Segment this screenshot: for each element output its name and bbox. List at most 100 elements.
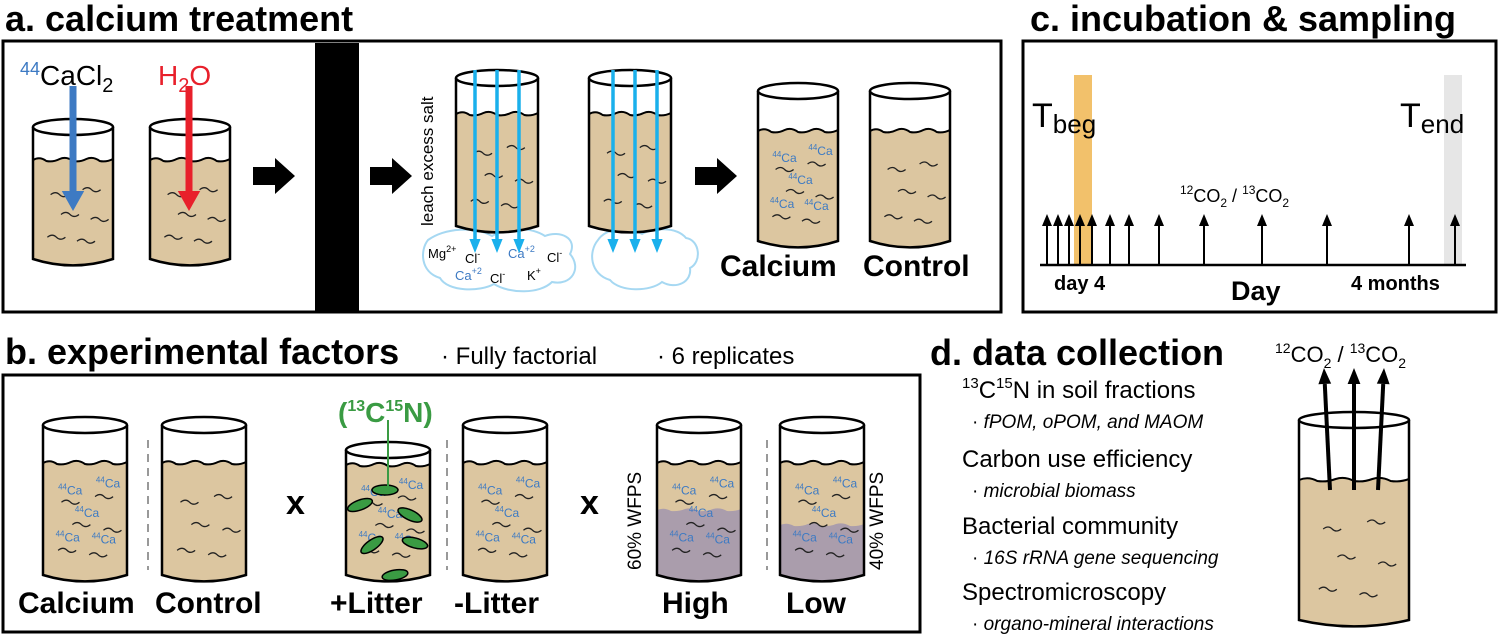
data-item-bacteria-detail: · 16S rRNA gene sequencing bbox=[972, 548, 1219, 569]
litter-leaf bbox=[346, 497, 374, 513]
day-start-label: day 4 bbox=[1054, 273, 1106, 295]
ca44-tag: 44Ca bbox=[793, 529, 818, 544]
panel-d-title: d. data collection bbox=[930, 332, 1224, 373]
panel-c-frame bbox=[1021, 39, 1498, 314]
panel-a: a. calcium treatment 44CaCl2 H2O 7-day i… bbox=[1, 0, 1003, 314]
ion-cl-3: Cl- bbox=[490, 269, 505, 286]
arrow-h2o bbox=[177, 86, 201, 211]
tbeg-label: Tbeg bbox=[1032, 97, 1096, 139]
ion-cloud-2 bbox=[591, 228, 699, 291]
wfps-low-label: 40% WFPS bbox=[867, 472, 888, 570]
tend-highlight bbox=[1444, 75, 1462, 265]
co2-ratio-c: 12CO2 / 13CO2 bbox=[1180, 183, 1289, 210]
ion-cl-1: Cl- bbox=[465, 249, 480, 266]
ion-ca-2: Ca+2 bbox=[455, 266, 482, 283]
block-arrow-3 bbox=[695, 158, 737, 194]
data-item-spectro-detail: · organo-mineral interactions bbox=[972, 614, 1214, 635]
sampling-arrow bbox=[1450, 214, 1460, 265]
ion-k: K+ bbox=[527, 266, 541, 283]
ion-cl-2: Cl- bbox=[547, 248, 562, 265]
cacl2-label: 44CaCl2 bbox=[20, 59, 113, 97]
incubation-label: 7-day incubation bbox=[322, 85, 352, 276]
ca44-tag: 44Ca bbox=[75, 505, 100, 520]
tbeg-highlight bbox=[1074, 75, 1092, 265]
data-item-spectro: Spectromicroscopy bbox=[962, 579, 1166, 606]
data-item-cue: Carbon use efficiency bbox=[962, 446, 1192, 473]
litter-leaf bbox=[401, 536, 429, 550]
panel-a-title: a. calcium treatment bbox=[5, 0, 353, 39]
litter-leaf bbox=[397, 507, 423, 523]
co2-ratio-d: 12CO2 / 13CO2 bbox=[1275, 340, 1406, 371]
co2-efflux-arrow-1 bbox=[1347, 368, 1361, 490]
panel-c-title: c. incubation & sampling bbox=[1030, 0, 1456, 39]
tend-label: Tend bbox=[1400, 97, 1464, 139]
control-label-b: Control bbox=[155, 587, 262, 620]
ca44-tag: 44Ca bbox=[710, 476, 735, 491]
sampling-arrow bbox=[1087, 214, 1097, 265]
ca44-tag: 44Ca bbox=[812, 505, 837, 520]
litter-leaf bbox=[371, 484, 399, 496]
leach-arrow-2-1 bbox=[629, 70, 641, 253]
incubation-band bbox=[315, 43, 359, 311]
ca44-tag: 44Ca bbox=[512, 532, 537, 547]
jar-a-water-treatment bbox=[148, 117, 232, 267]
sampling-arrow bbox=[1124, 214, 1134, 265]
ca44-tag: 44Ca bbox=[92, 532, 117, 547]
sampling-arrow bbox=[1053, 214, 1063, 265]
ca44-tag: 44Ca bbox=[495, 505, 520, 520]
litter-leaf bbox=[360, 535, 384, 555]
ca44-tag: 44Ca bbox=[516, 476, 541, 491]
litter-minus-label: -Litter bbox=[454, 587, 539, 620]
ca44-tag: 44Ca bbox=[772, 150, 797, 165]
ca44-tag: 44Ca bbox=[478, 482, 503, 497]
litter-plus-label: +Litter bbox=[330, 587, 423, 620]
leach-arrow-1-0 bbox=[469, 70, 481, 253]
ca44-tag: 44Ca bbox=[670, 529, 695, 544]
factorial-note: · Fully factorial bbox=[441, 343, 597, 370]
ca44-tag: 44Ca bbox=[795, 482, 820, 497]
ca44-tag: 44Ca bbox=[689, 505, 714, 520]
leach-arrow-1-2 bbox=[513, 70, 525, 253]
ca44-tag: 44Ca bbox=[672, 482, 697, 497]
sampling-arrow bbox=[1322, 214, 1332, 265]
ca44-tag: 44Ca bbox=[96, 476, 121, 491]
ion-mg: Mg2+ bbox=[428, 244, 456, 261]
ca44-tag: 44Ca bbox=[788, 172, 813, 187]
panel-b: b. experimental factors · Fully factoria… bbox=[1, 331, 922, 634]
panel-c: c. incubation & sampling Tbeg Tend 12CO2… bbox=[1021, 0, 1498, 314]
wfps-high-label: 60% WFPS bbox=[625, 472, 646, 570]
day-end-label: 4 months bbox=[1351, 273, 1440, 295]
ca44-tag: 44Ca bbox=[56, 529, 81, 544]
ca44-tag: 44Ca bbox=[829, 532, 854, 547]
panel-b-title: b. experimental factors bbox=[5, 331, 399, 372]
co2-efflux-arrow-0 bbox=[1318, 368, 1332, 491]
panel-a-frame bbox=[1, 39, 1003, 314]
isotope-label: (13C15N) bbox=[338, 397, 433, 428]
ca44-tag: 44Ca bbox=[476, 529, 501, 544]
jar-b-control bbox=[160, 415, 248, 583]
data-item-isotope: 13C15N in soil fractions bbox=[962, 375, 1195, 404]
jar-b-no-litter: 44Ca 44Ca 44Ca 44Ca 44Ca bbox=[461, 415, 549, 583]
litter-leaf bbox=[381, 568, 409, 582]
calcium-label-b: Calcium bbox=[18, 587, 135, 620]
ion-cloud-1 bbox=[422, 228, 577, 293]
arrow-cacl2 bbox=[61, 86, 85, 211]
ca44-tag: 44Ca bbox=[399, 477, 424, 492]
co2-efflux-arrow-2 bbox=[1376, 368, 1390, 491]
ca44-tag: 44Ca bbox=[706, 532, 731, 547]
ions: Mg2+ Cl- Ca+2 Cl- Ca+2 Cl- K+ bbox=[428, 244, 562, 286]
sampling-arrows bbox=[1042, 214, 1460, 265]
sampling-arrow bbox=[1042, 214, 1052, 265]
data-item-isotope-detail: · fPOM, oPOM, and MAOM bbox=[972, 412, 1203, 433]
jar-b-high-moisture: 44Ca 44Ca 44Ca 44Ca 44Ca bbox=[655, 415, 743, 583]
control-label-a: Control bbox=[863, 250, 970, 283]
data-item-bacteria: Bacterial community bbox=[962, 513, 1178, 540]
times-sign-1: x bbox=[286, 484, 305, 522]
block-arrow-1 bbox=[253, 158, 295, 194]
leach-arrow-1-1 bbox=[491, 70, 503, 253]
ca44-tag: 44Ca bbox=[770, 196, 795, 211]
